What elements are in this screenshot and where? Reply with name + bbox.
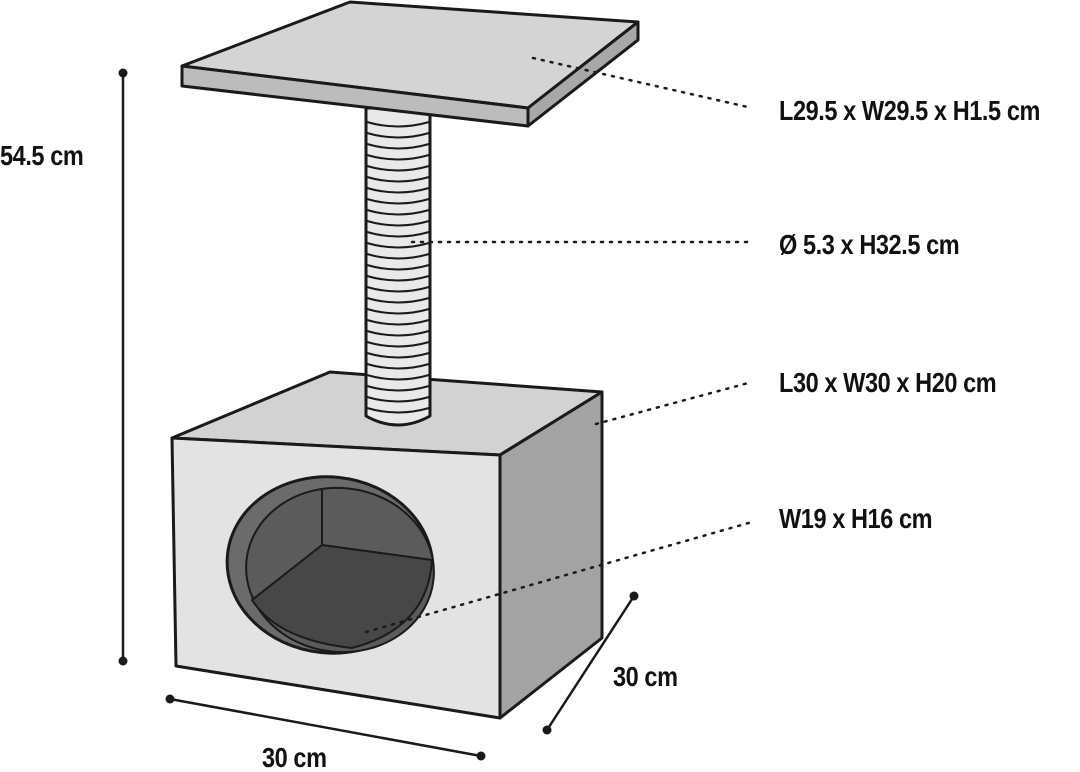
width-dimension-line [165, 694, 486, 761]
width-dimension-label: 30 cm [262, 742, 327, 772]
rope-winding [366, 154, 430, 161]
depth-dimension-label: 30 cm [613, 661, 678, 692]
post-dimension-label: Ø 5.3 x H32.5 cm [779, 229, 960, 260]
rope-winding [366, 286, 430, 293]
rope-winding [366, 319, 430, 326]
rope-winding [366, 363, 430, 370]
opening-dimension-label: W19 x H16 cm [779, 503, 933, 534]
rope-winding [366, 165, 430, 172]
rope-winding [366, 275, 430, 282]
rope-winding [366, 374, 430, 381]
box-dimension-label: L30 x W30 x H20 cm [779, 367, 997, 398]
platform-leader-line [531, 56, 754, 110]
rope-winding [366, 396, 430, 403]
post-rope-windings [366, 121, 430, 414]
rope-winding [366, 341, 430, 348]
rope-winding [366, 132, 430, 139]
total-height-label: 54.5 cm [0, 140, 84, 171]
platform-side-edge [526, 20, 640, 128]
rope-winding [366, 297, 430, 304]
platform-dimension-label: L29.5 x W29.5 x H1.5 cm [779, 95, 1040, 126]
box-leader-line [594, 380, 754, 426]
rope-winding [366, 352, 430, 359]
rope-winding [366, 308, 430, 315]
rope-winding [366, 385, 430, 392]
rope-winding [366, 242, 430, 249]
rope-winding [366, 143, 430, 150]
opening-leader-line [364, 520, 754, 634]
rope-winding [366, 231, 430, 238]
rope-winding [366, 407, 430, 414]
rope-winding [366, 176, 430, 183]
rope-winding [366, 253, 430, 260]
rope-winding [366, 264, 430, 271]
rope-winding [366, 330, 430, 337]
height-dimension-line [118, 68, 128, 666]
scratching-post [364, 106, 432, 427]
depth-dimension-line [542, 591, 639, 735]
entrance-hole [225, 475, 435, 655]
rope-winding [366, 220, 430, 227]
top-platform [180, 0, 640, 128]
rope-winding [366, 198, 430, 205]
rope-winding [366, 187, 430, 194]
hole-floor [251, 544, 433, 649]
rope-winding [366, 209, 430, 216]
rope-winding [366, 121, 430, 128]
